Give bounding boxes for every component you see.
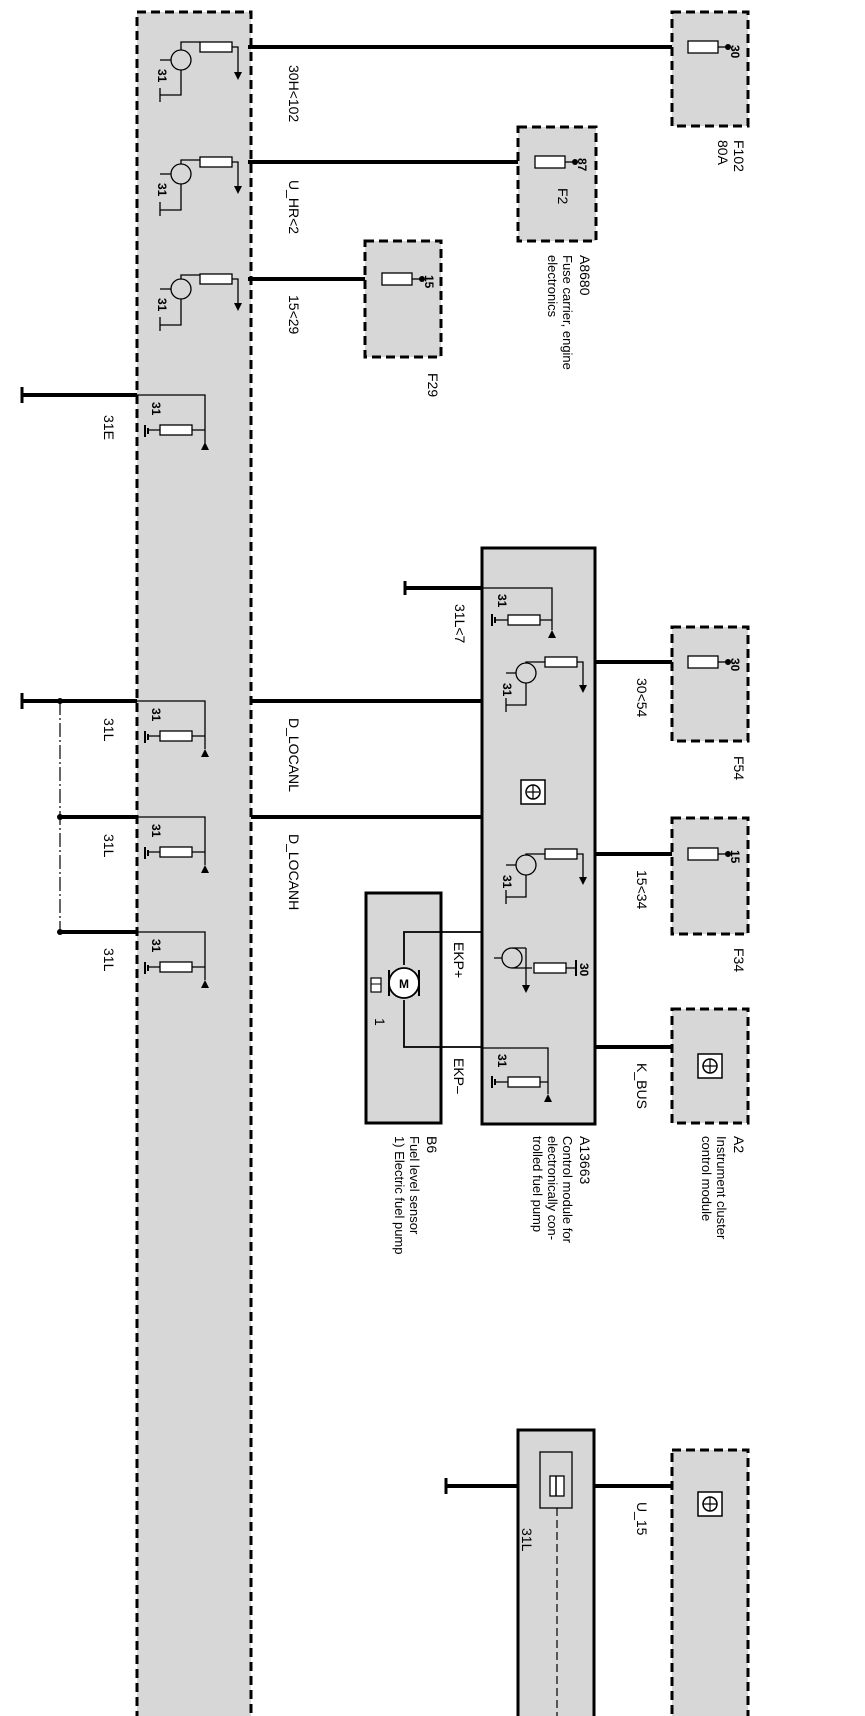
a8680-fuse-label: F2 — [555, 188, 571, 205]
svg-text:M: M — [399, 977, 409, 991]
b6-id: B6 — [424, 1136, 440, 1153]
output-30h: 31 — [155, 41, 242, 102]
a13663-id: A13663 — [577, 1136, 593, 1184]
motor-icon: M — [388, 967, 420, 999]
fuel-pump-icon — [370, 977, 382, 993]
left-control-module — [135, 10, 253, 1716]
b6-label-1: 1 — [372, 1018, 388, 1026]
a2-desc-1: Instrument cluster — [714, 1136, 729, 1240]
a13663-ground-input: 31 — [482, 587, 556, 638]
f102-id: F102 — [731, 140, 747, 172]
wire-label-u15: U_15 — [634, 1502, 650, 1536]
f102-box — [670, 10, 750, 128]
pin-31-label: 31 — [495, 1054, 509, 1068]
wire-label-31l-bottom: 31L — [519, 1528, 535, 1552]
f29-id: F29 — [425, 373, 441, 397]
f34-pin: 15 — [728, 850, 742, 864]
a13663-desc-1: Control module for — [560, 1136, 575, 1244]
a13663-desc-2: electronically con- — [545, 1136, 560, 1240]
bottom-module-box — [670, 1448, 750, 1716]
wire-label-31l-2: 31L — [101, 834, 117, 858]
relay-icon — [539, 1451, 573, 1716]
b6-desc-2: 1) Electric fuel pump — [392, 1136, 407, 1255]
f34-box — [670, 816, 750, 936]
f102-pin: 30 — [728, 45, 742, 59]
pin-31-label: 31 — [155, 69, 169, 83]
f29-pin: 15 — [422, 275, 436, 289]
f34-id: F34 — [731, 948, 747, 972]
output-uhr: 31 — [155, 156, 242, 216]
f54-id: F54 — [731, 756, 747, 780]
wire-label-31l-3: 31L — [101, 948, 117, 972]
can-bus-icon — [697, 1053, 723, 1079]
ground-31l-input-3: 31 — [137, 931, 209, 988]
a13663-ground-ekp: 31 — [482, 1047, 552, 1102]
wire-label-31l7: 31L<7 — [452, 604, 468, 644]
f54-box — [670, 625, 750, 743]
b6-desc-1: Fuel level sensor — [407, 1136, 422, 1235]
a13663-box — [480, 546, 597, 1126]
a8680-desc-2: electronics — [545, 255, 560, 318]
a8680-pin: 87 — [575, 158, 589, 172]
a13663-desc-3: trolled fuel pump — [530, 1136, 545, 1232]
can-bus-icon — [520, 779, 546, 805]
pin-31-label: 31 — [500, 683, 514, 697]
bottom-relay-box — [516, 1428, 596, 1716]
ground-31l-input-2: 31 — [137, 816, 209, 873]
pin-31-label: 31 — [500, 875, 514, 889]
wire-label-d-locanh: D_LOCANH — [286, 834, 302, 910]
f54-pin: 30 — [728, 658, 742, 672]
wire-label-30-54: 30<54 — [634, 678, 650, 718]
wire-label-15-34: 15<34 — [634, 870, 650, 910]
a8680-desc-1: Fuse carrier, engine — [560, 255, 575, 370]
a13663-transistor-ekp: 30 — [494, 947, 591, 993]
pin-31-label: 31 — [155, 183, 169, 197]
wire-label-ekp-plus: EKP+ — [451, 942, 467, 978]
wire-label-30h: 30H<102 — [286, 65, 302, 122]
pin-30-label: 30 — [577, 963, 591, 977]
wire-label-uhr: U_HR<2 — [286, 180, 302, 234]
wire-label-31e: 31E — [101, 415, 117, 440]
a13663-transistor-30-54: 31 — [500, 656, 587, 712]
can-bus-icon — [697, 1491, 723, 1517]
pin-31-label: 31 — [495, 594, 509, 608]
pin-31-label: 31 — [149, 708, 163, 722]
a8680-box — [516, 125, 598, 243]
a2-id: A2 — [731, 1136, 747, 1153]
pin-31-label: 31 — [149, 402, 163, 416]
wire-label-kbus: K_BUS — [634, 1063, 650, 1109]
wire-label-ekp-minus: EKP– — [451, 1058, 467, 1094]
ground-31l-input-1: 31 — [137, 700, 209, 757]
pin-31-label: 31 — [155, 298, 169, 312]
f29-box — [363, 239, 443, 359]
ground-31e-input: 31 — [137, 394, 209, 450]
a13663-transistor-15-34: 31 — [500, 848, 587, 904]
wire-label-31l-1: 31L — [101, 718, 117, 742]
output-15-29: 31 — [155, 273, 242, 331]
a8680-id: A8680 — [577, 255, 593, 296]
a2-desc-2: control module — [699, 1136, 714, 1221]
wire-label-d-locanl: D_LOCANL — [286, 718, 302, 792]
f102-rating: 80A — [715, 140, 731, 166]
wire-label-15-29: 15<29 — [286, 295, 302, 335]
pin-31-label: 31 — [149, 939, 163, 953]
pin-31-label: 31 — [149, 824, 163, 838]
